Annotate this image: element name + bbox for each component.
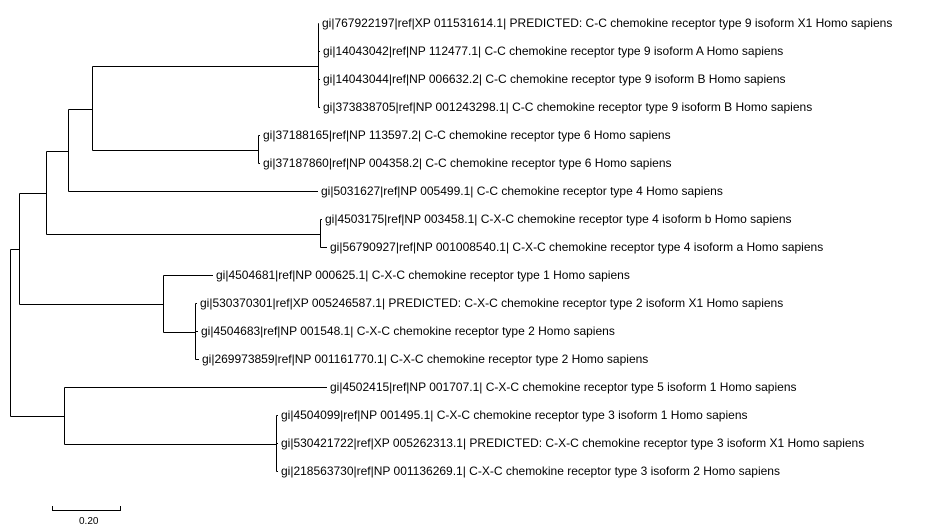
leaf-label-ccr9_x1: gi|767922197|ref|XP 011531614.1| PREDICT… <box>322 16 892 30</box>
scale-bar: 0.20 <box>52 506 121 527</box>
leaf-labels: gi|767922197|ref|XP 011531614.1| PREDICT… <box>200 16 892 478</box>
scale-bar-label: 0.20 <box>79 516 99 527</box>
leaf-label-cxcr2_x1: gi|530370301|ref|XP 005246587.1| PREDICT… <box>200 296 783 310</box>
leaf-label-ccr4: gi|5031627|ref|NP 005499.1| C-C chemokin… <box>321 184 723 198</box>
leaf-label-cxcr5: gi|4502415|ref|NP 001707.1| C-X-C chemok… <box>330 380 797 394</box>
leaf-label-ccr9_a: gi|14043042|ref|NP 112477.1| C-C chemoki… <box>323 44 783 58</box>
leaf-label-ccr9_b1: gi|14043044|ref|NP 006632.2| C-C chemoki… <box>323 72 786 86</box>
leaf-label-cxcr4_b: gi|4503175|ref|NP 003458.1| C-X-C chemok… <box>325 212 792 226</box>
leaf-label-cxcr3_1: gi|4504099|ref|NP 001495.1| C-X-C chemok… <box>281 408 748 422</box>
leaf-label-cxcr2_1: gi|4504683|ref|NP 001548.1| C-X-C chemok… <box>201 324 615 338</box>
leaf-label-cxcr3_x1: gi|530421722|ref|XP 005262313.1| PREDICT… <box>281 436 864 450</box>
leaf-label-ccr6_1: gi|37188165|ref|NP 113597.2| C-C chemoki… <box>263 128 671 142</box>
leaf-label-cxcr1: gi|4504681|ref|NP 000625.1| C-X-C chemok… <box>216 268 630 282</box>
tree-branches <box>10 23 327 472</box>
leaf-label-ccr9_b2: gi|373838705|ref|NP 001243298.1| C-C che… <box>323 100 812 114</box>
leaf-label-cxcr4_a: gi|56790927|ref|NP 001008540.1| C-X-C ch… <box>330 240 823 254</box>
leaf-label-cxcr2_2: gi|269973859|ref|NP 001161770.1| C-X-C c… <box>202 352 648 366</box>
leaf-label-cxcr3_2: gi|218563730|ref|NP 001136269.1| C-X-C c… <box>281 464 780 478</box>
leaf-label-ccr6_2: gi|37187860|ref|NP 004358.2| C-C chemoki… <box>263 156 672 170</box>
